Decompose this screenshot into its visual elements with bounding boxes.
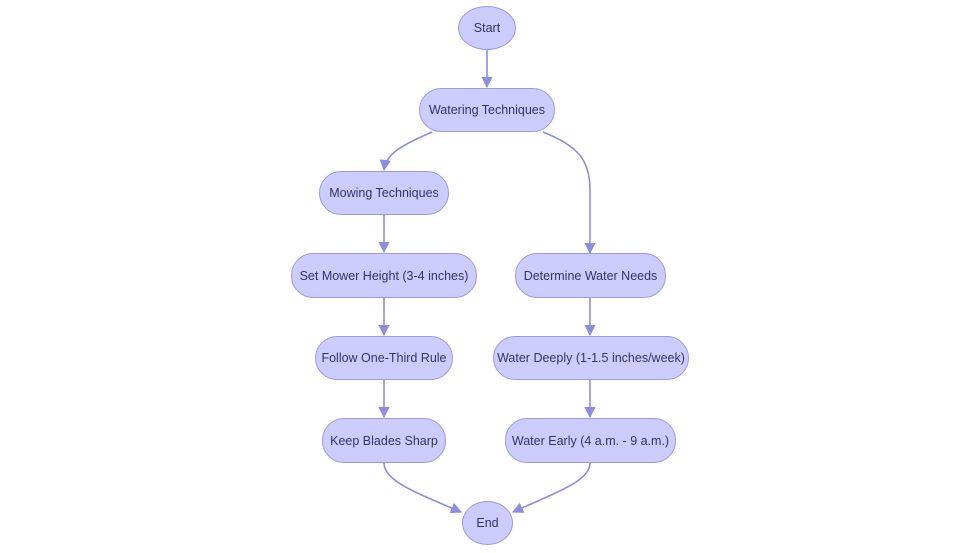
mowing-techniques-node[interactable]: Mowing Techniques xyxy=(319,171,449,215)
edge-watering-techniques-to-determine-water-needs xyxy=(542,131,596,255)
keep-blades-sharp-node[interactable]: Keep Blades Sharp xyxy=(322,418,446,463)
follow-one-third-rule-node[interactable]: Follow One-Third Rule xyxy=(315,336,453,380)
water-early-node[interactable]: Water Early (4 a.m. - 9 a.m.) xyxy=(505,418,676,463)
edge-water-early-to-end xyxy=(511,462,591,513)
start-node[interactable]: Start xyxy=(458,6,516,50)
edge-keep-blades-sharp-to-end xyxy=(383,462,463,514)
determine-water-needs-node[interactable]: Determine Water Needs xyxy=(515,253,666,298)
water-deeply-node[interactable]: Water Deeply (1-1.5 inches/week) xyxy=(493,336,689,380)
end-node[interactable]: End xyxy=(462,501,513,545)
watering-techniques-node[interactable]: Watering Techniques xyxy=(419,88,555,132)
set-mower-height-node[interactable]: Set Mower Height (3-4 inches) xyxy=(291,253,477,298)
edge-watering-techniques-to-mowing-techniques xyxy=(379,131,433,172)
